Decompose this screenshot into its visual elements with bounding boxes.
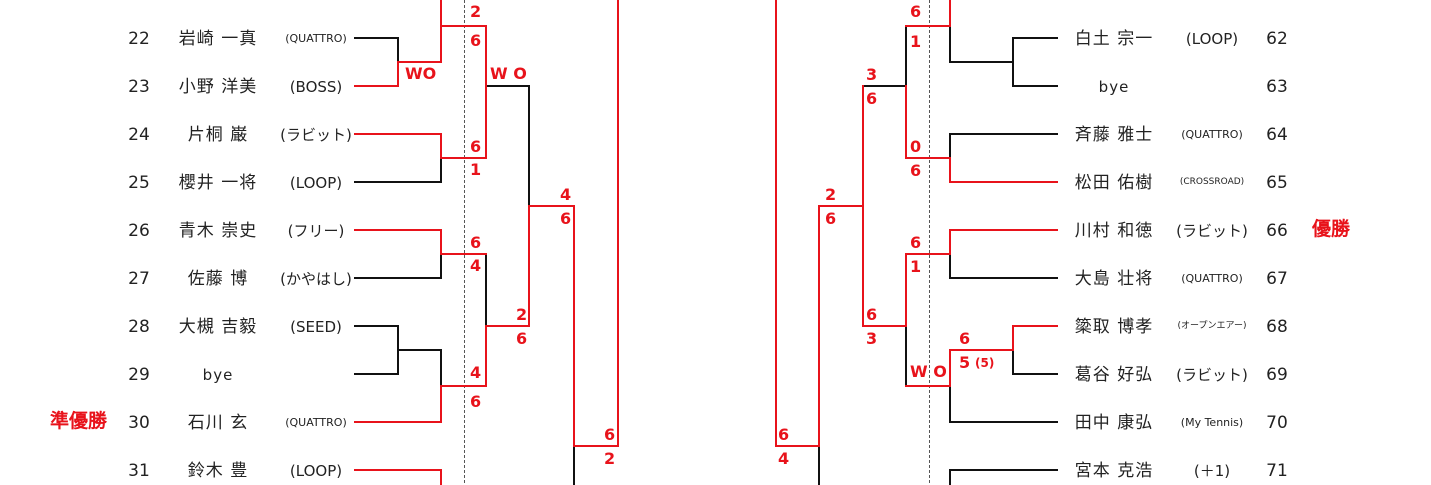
player-name: 佐藤 博 (187, 269, 249, 289)
player-name: 片桐 巌 (187, 125, 249, 145)
score: 2 (825, 185, 837, 204)
player-club: (ラビット) (1176, 366, 1248, 384)
score: 1 (910, 257, 922, 276)
score: 6 (825, 209, 837, 228)
player-name: 大槻 吉毅 (178, 317, 258, 337)
score: 6 (470, 137, 482, 156)
player-name: 青木 崇史 (178, 221, 258, 241)
score: 6 (778, 425, 790, 444)
score: 0 (910, 137, 922, 156)
score: 4 (778, 449, 790, 468)
player-number: 31 (128, 461, 150, 481)
player-number: 25 (128, 173, 150, 193)
score: 6 (470, 31, 482, 50)
player-number: 62 (1266, 29, 1288, 49)
player-number: 24 (128, 125, 150, 145)
player-club: (LOOP) (289, 174, 343, 192)
player-name: 大島 壮将 (1074, 269, 1154, 289)
walkover-label: W O (910, 362, 947, 381)
player-number: 71 (1266, 461, 1288, 481)
player-club: (ラビット) (1176, 222, 1248, 240)
player-number: 70 (1266, 413, 1288, 433)
score: 6 (910, 2, 922, 21)
player-club: (SEED) (290, 318, 342, 336)
score: 6 (470, 392, 482, 411)
player-number: 68 (1266, 317, 1288, 337)
right-black-lines (818, 25, 1058, 485)
player-name: 葛谷 好弘 (1074, 365, 1154, 385)
player-name: 石川 玄 (187, 413, 249, 433)
player-name: 田中 康弘 (1074, 413, 1154, 433)
score: 6 (516, 329, 528, 348)
score: 6 (910, 233, 922, 252)
player-number: 30 (128, 413, 150, 433)
left-red-lines (354, 0, 619, 485)
score: 4 (560, 185, 572, 204)
player-club: (QUATTRO) (1181, 128, 1243, 141)
score: 2 (516, 305, 528, 324)
score: 6 (959, 329, 971, 348)
player-club: (LOOP) (1185, 30, 1239, 48)
right-red-lines (775, 0, 1058, 447)
player-club: (CROSSROAD) (1179, 177, 1245, 187)
player-number: 66 (1266, 221, 1288, 241)
player-number: 26 (128, 221, 150, 241)
left-black-lines (354, 37, 575, 485)
score: 4 (470, 363, 482, 382)
score: 3 (866, 329, 878, 348)
player-name: 川村 和徳 (1074, 221, 1154, 241)
score: 3 (866, 65, 878, 84)
player-name: 簗取 博孝 (1074, 317, 1154, 337)
player-club: (QUATTRO) (285, 416, 347, 429)
player-name: 岩崎 一真 (178, 29, 258, 49)
player-number: 69 (1266, 365, 1288, 385)
score: 1 (470, 160, 482, 179)
player-name: 白土 宗一 (1074, 29, 1154, 49)
player-name: 松田 佑樹 (1074, 173, 1154, 193)
player-number: 23 (128, 77, 150, 97)
player-club: (かやはし) (280, 270, 352, 288)
score: 1 (910, 32, 922, 51)
player-name: 斉藤 雅士 (1074, 125, 1154, 145)
score: 2 (470, 2, 482, 21)
player-club: (オープンエアー) (1177, 321, 1247, 331)
player-number: 63 (1266, 77, 1288, 97)
player-number: 27 (128, 269, 150, 289)
player-club: (My Tennis) (1180, 416, 1244, 429)
champion-label: 優勝 (1312, 218, 1351, 240)
player-name: 櫻井 一将 (178, 173, 258, 193)
player-name: bye (202, 366, 234, 384)
score: 6 (604, 425, 616, 444)
score: 6 (470, 233, 482, 252)
player-club: (BOSS) (289, 78, 343, 96)
player-number: 64 (1266, 125, 1288, 145)
walkover-label: W O (490, 64, 527, 83)
score: 5 (959, 353, 971, 372)
score: 6 (866, 305, 878, 324)
score: 6 (910, 161, 922, 180)
player-name: bye (1098, 78, 1130, 96)
tiebreak-score: (5) (975, 356, 995, 370)
score: 6 (560, 209, 572, 228)
player-number: 67 (1266, 269, 1288, 289)
player-club: (ラビット) (280, 126, 352, 144)
player-number: 29 (128, 365, 150, 385)
player-club: (LOOP) (289, 462, 343, 480)
player-name: 小野 洋美 (178, 77, 258, 97)
player-club: (QUATTRO) (1181, 272, 1243, 285)
player-name: 鈴木 豊 (187, 461, 249, 481)
score: 2 (604, 449, 616, 468)
score: 4 (470, 256, 482, 275)
score: 6 (866, 89, 878, 108)
player-number: 65 (1266, 173, 1288, 193)
runner-up-label: 準優勝 (50, 410, 108, 432)
player-name: 宮本 克浩 (1074, 461, 1154, 481)
player-club: (フリー) (287, 222, 345, 240)
player-club: (＋1) (1193, 462, 1231, 480)
player-club: (QUATTRO) (285, 32, 347, 45)
player-number: 28 (128, 317, 150, 337)
player-number: 22 (128, 29, 150, 49)
walkover-label: WO (405, 64, 437, 83)
